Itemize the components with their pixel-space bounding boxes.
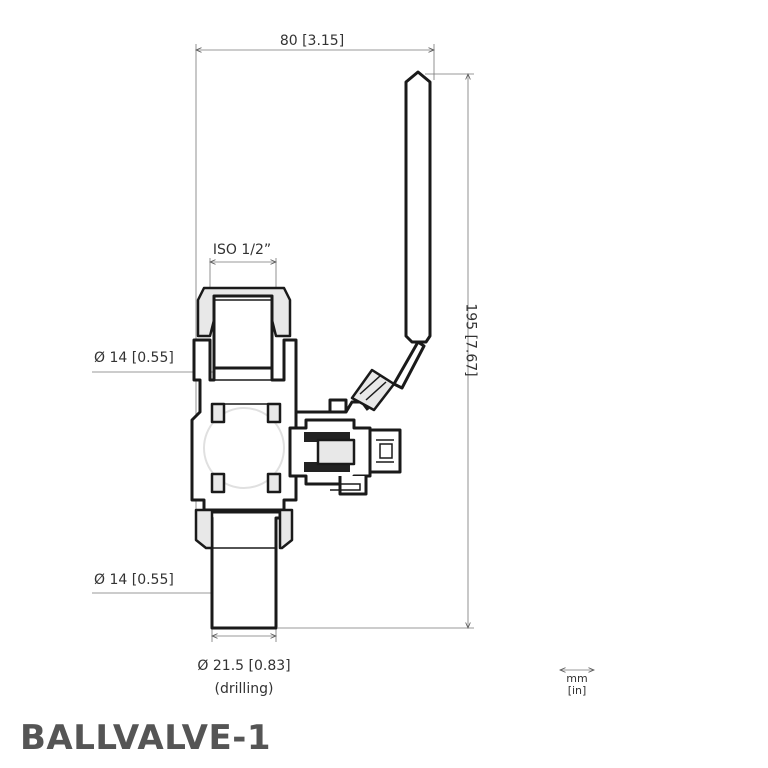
thread-label: ISO 1/2” <box>213 242 271 258</box>
drilling-dim-label: Ø 21.5 [0.83] <box>197 658 290 674</box>
thread-dimension: ISO 1/2” <box>210 242 276 290</box>
units-legend: mm [in] <box>560 670 594 697</box>
bore-top-label: Ø 14 [0.55] <box>94 350 174 366</box>
height-dim-label: 195 [7.67] <box>462 303 478 376</box>
drilling-dimension: Ø 21.5 [0.83] (drilling) <box>197 620 291 697</box>
height-dimension: 195 [7.67] <box>278 74 478 628</box>
width-dim-label: 80 [3.15] <box>280 33 344 49</box>
valve-body <box>190 70 432 630</box>
ball <box>203 407 285 489</box>
units-mm: mm <box>566 672 587 685</box>
units-in: [in] <box>568 684 587 697</box>
bore-bottom-label: Ø 14 [0.55] <box>94 572 174 588</box>
drilling-note: (drilling) <box>215 681 274 697</box>
part-title: BALLVALVE-1 <box>20 718 271 758</box>
